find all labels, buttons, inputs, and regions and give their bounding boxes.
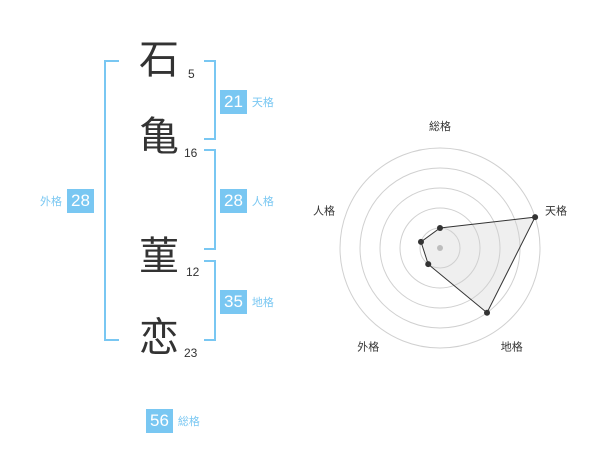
radar-point-外格 <box>425 261 432 268</box>
radar-point-地格 <box>484 309 491 316</box>
radar-axis-label: 外格 <box>357 340 379 354</box>
gaikaku-bracket <box>104 60 119 341</box>
gaikaku-value: 28 <box>67 189 94 213</box>
stroke-count-1: 5 <box>188 67 195 81</box>
jinkaku-badge: 28 人格 <box>220 189 274 213</box>
radar-axis-label: 人格 <box>313 203 335 217</box>
name-char-2: 亀 <box>139 114 179 160</box>
radar-ring-5 <box>339 147 541 349</box>
stroke-count-4: 23 <box>184 346 198 360</box>
gaikaku-label: 外格 <box>40 195 62 208</box>
soukaku-badge: 56 総格 <box>146 409 200 433</box>
tenkaku-badge: 21 天格 <box>220 90 274 114</box>
radar-center-dot <box>437 245 443 251</box>
jinkaku-label: 人格 <box>251 195 274 208</box>
radar-axis-label: 地格 <box>501 340 523 354</box>
radar-axis-label: 天格 <box>545 203 567 217</box>
soukaku-label: 総格 <box>177 415 200 428</box>
radar-data-polygon <box>420 216 536 314</box>
stroke-count-2: 16 <box>184 146 198 160</box>
radar-point-人格 <box>417 238 424 245</box>
tenkaku-bracket <box>204 60 216 140</box>
radar-point-総格 <box>437 225 443 231</box>
radar-axis-label: 総格 <box>429 119 451 133</box>
chikaku-bracket <box>204 260 216 341</box>
radar-point-天格 <box>532 214 539 221</box>
jinkaku-bracket <box>204 149 216 250</box>
soukaku-value: 56 <box>146 409 173 433</box>
tenkaku-label: 天格 <box>251 96 274 109</box>
gaikaku-badge: 外格 28 <box>40 189 94 213</box>
radar-data-points <box>417 214 539 316</box>
radar-ring-2 <box>399 207 481 289</box>
name-char-1: 石 <box>139 37 179 83</box>
chikaku-badge: 35 地格 <box>220 290 274 314</box>
chikaku-label: 地格 <box>251 296 274 309</box>
name-char-3: 菫 <box>139 234 179 280</box>
name-char-4: 恋 <box>139 315 179 361</box>
tenkaku-value: 21 <box>220 90 247 114</box>
chikaku-value: 35 <box>220 290 247 314</box>
radar-ring-3 <box>379 187 501 309</box>
stroke-count-3: 12 <box>186 265 200 279</box>
jinkaku-value: 28 <box>220 189 247 213</box>
